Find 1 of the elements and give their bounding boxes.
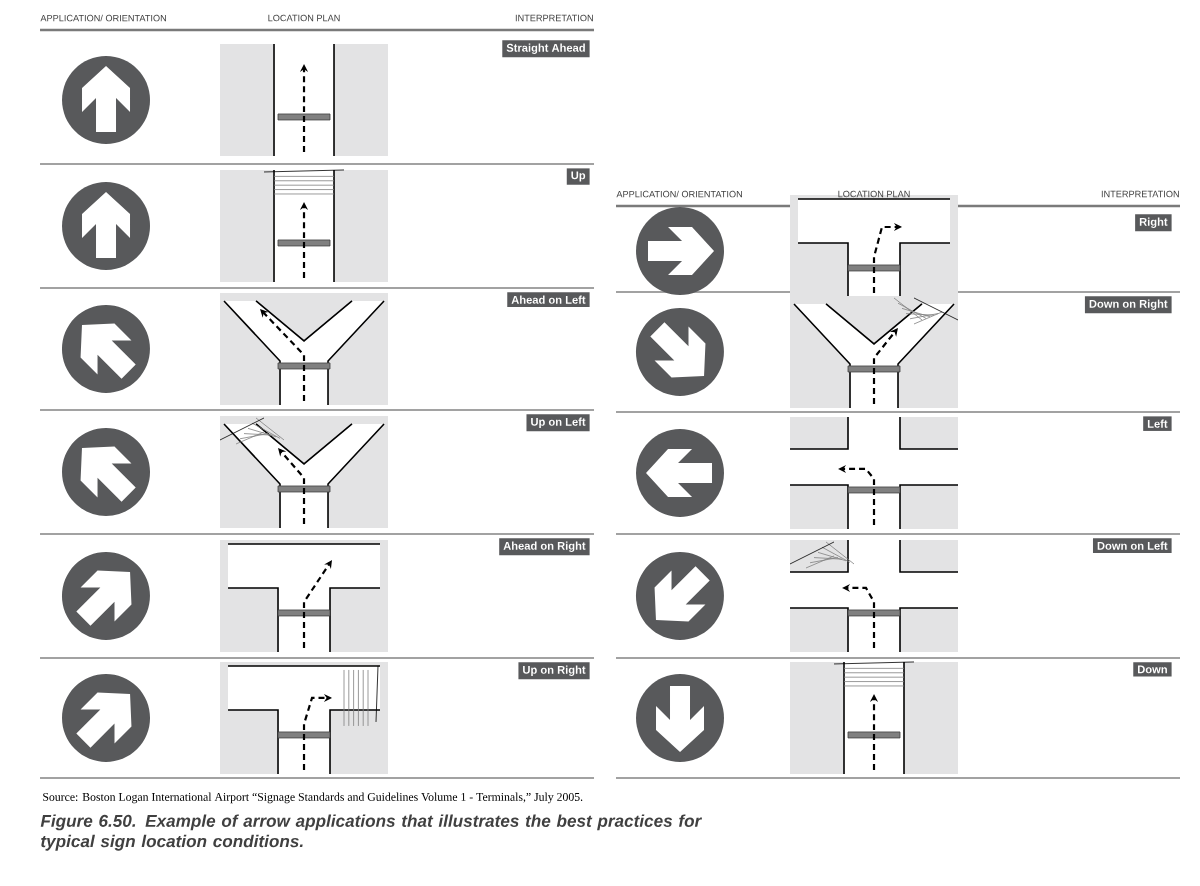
figure-caption: Figure 6.50. Example of arrow applications that illustrates the best practices for typical sign location conditions. bbox=[40, 814, 702, 851]
